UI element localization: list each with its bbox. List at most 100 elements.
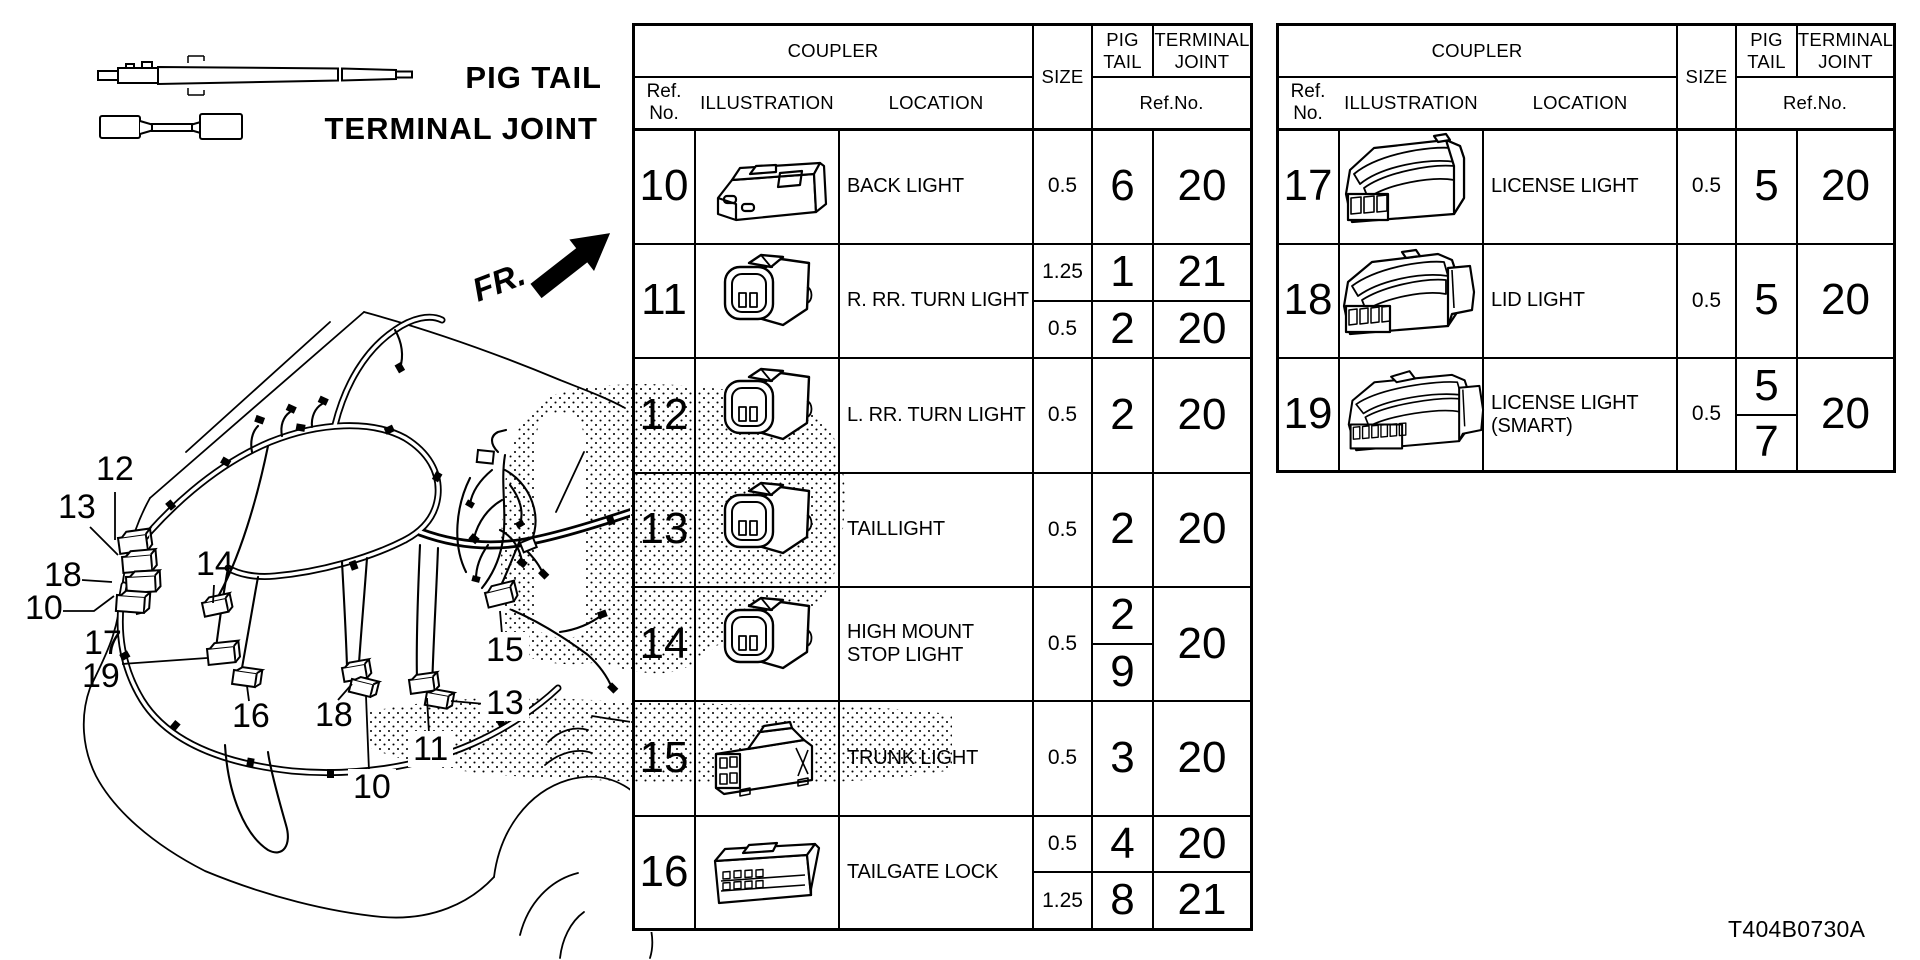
terminal-joint-label: TERMINAL JOINT xyxy=(324,111,598,146)
callout-19: 19 xyxy=(82,657,120,695)
row-11-ref: 11 xyxy=(641,275,687,325)
row-14-ref: 14 xyxy=(639,618,689,668)
callout-15: 15 xyxy=(481,632,529,668)
row-19-joint: 20 xyxy=(1821,389,1870,439)
leader-lines xyxy=(63,492,503,772)
row-13-size: 0.5 xyxy=(1047,517,1078,541)
row-16-joint-1: 21 xyxy=(1177,875,1227,925)
row-18-ref: 18 xyxy=(1283,275,1333,325)
row-12-size: 0.5 xyxy=(1047,403,1078,427)
row-19-pigtail-1: 7 xyxy=(1754,417,1779,467)
coupler-illustration-14 xyxy=(723,596,813,670)
callout-12: 12 xyxy=(96,450,134,488)
callout-18b: 18 xyxy=(315,696,353,734)
row-16-joint-0: 20 xyxy=(1177,818,1227,868)
header-refno-span: Ref.No. xyxy=(1782,92,1848,114)
row-13-ref: 13 xyxy=(639,504,689,554)
coupler-illustration-12 xyxy=(723,367,813,441)
coupler-illustration-16 xyxy=(713,841,821,905)
row-11-size-0: 1.25 xyxy=(1042,260,1083,284)
row-18-pigtail: 5 xyxy=(1754,275,1779,325)
harness-clips xyxy=(119,362,619,778)
row-19-pigtail-0: 5 xyxy=(1754,360,1779,410)
header-location: LOCATION xyxy=(1532,92,1628,114)
pigtail-label: PIG TAIL xyxy=(465,60,602,95)
row-11-joint-1: 20 xyxy=(1177,304,1227,354)
row-17-ref: 17 xyxy=(1283,160,1333,210)
callout-13b: 13 xyxy=(481,685,529,721)
row-11-location: R. RR. TURN LIGHT xyxy=(847,289,1029,312)
callout-18: 18 xyxy=(44,556,82,594)
callout-11: 11 xyxy=(408,731,454,767)
row-15-location: TRUNK LIGHT xyxy=(847,746,979,769)
row-16-pigtail-1: 8 xyxy=(1110,875,1135,925)
coupler-illustration-10 xyxy=(716,161,828,222)
row-14-joint: 20 xyxy=(1177,618,1227,668)
coupler-illustration-15 xyxy=(714,720,814,797)
row-18-size: 0.5 xyxy=(1691,288,1722,312)
row-17-location: LICENSE LIGHT xyxy=(1491,174,1639,197)
header-location: LOCATION xyxy=(888,92,984,114)
row-13-location: TAILLIGHT xyxy=(847,518,945,541)
header-illustration: ILLUSTRATION xyxy=(700,92,834,114)
row-17-size: 0.5 xyxy=(1691,174,1722,198)
row-16-size-0: 0.5 xyxy=(1047,831,1078,855)
row-12-ref: 12 xyxy=(639,389,689,439)
harness-drawing xyxy=(63,313,667,854)
row-11-size-1: 0.5 xyxy=(1047,317,1078,341)
coupler-illustration-11 xyxy=(723,253,813,327)
header-coupler: COUPLER xyxy=(787,39,879,61)
callout-13: 13 xyxy=(58,488,96,526)
row-11-pigtail-1: 2 xyxy=(1110,304,1135,354)
fr-label: FR. xyxy=(467,255,530,309)
coupler-illustration-19 xyxy=(1347,370,1485,452)
row-12-joint: 20 xyxy=(1177,389,1227,439)
row-14-pigtail-0: 2 xyxy=(1110,590,1135,640)
row-11-joint-0: 21 xyxy=(1177,246,1227,296)
row-19-size: 0.5 xyxy=(1691,402,1722,426)
row-13-joint: 20 xyxy=(1177,504,1227,554)
coupler-illustration-18 xyxy=(1342,248,1476,336)
row-14-size: 0.5 xyxy=(1047,631,1078,655)
row-16-location: TAILGATE LOCK xyxy=(847,860,999,883)
header-refno-span: Ref.No. xyxy=(1139,92,1204,114)
row-14-pigtail-1: 9 xyxy=(1110,647,1135,697)
row-18-location: LID LIGHT xyxy=(1491,289,1585,312)
row-10-joint: 20 xyxy=(1177,160,1227,210)
pigtail-illustration xyxy=(97,55,413,96)
header-size: SIZE xyxy=(1685,65,1728,87)
header-size: SIZE xyxy=(1041,65,1084,87)
header-illustration: ILLUSTRATION xyxy=(1344,92,1478,114)
row-12-pigtail: 2 xyxy=(1110,389,1135,439)
row-17-joint: 20 xyxy=(1821,160,1870,210)
row-15-size: 0.5 xyxy=(1047,746,1078,770)
callout-10: 10 xyxy=(25,589,63,627)
callout-10b: 10 xyxy=(348,769,396,805)
callout-16: 16 xyxy=(232,697,270,735)
header-coupler: COUPLER xyxy=(1431,39,1523,61)
row-11-pigtail-0: 1 xyxy=(1110,246,1135,296)
row-15-pigtail: 3 xyxy=(1110,732,1135,782)
part-code: T404B0730A xyxy=(1728,916,1866,942)
row-15-ref: 15 xyxy=(639,732,689,782)
row-19-ref: 19 xyxy=(1283,389,1333,439)
callout-17: 17 xyxy=(84,624,122,662)
row-10-location: BACK LIGHT xyxy=(847,174,964,197)
header-ref-no: Ref.No. xyxy=(646,81,682,124)
header-ref-no: Ref.No. xyxy=(1290,81,1326,124)
row-15-joint: 20 xyxy=(1177,732,1227,782)
row-19-location: LICENSE LIGHT(SMART) xyxy=(1491,391,1639,437)
row-16-pigtail-0: 4 xyxy=(1110,818,1135,868)
callout-14: 14 xyxy=(196,545,234,583)
fr-arrow-icon: FR. xyxy=(467,233,611,309)
coupler-illustration-13 xyxy=(723,481,813,555)
row-10-ref: 10 xyxy=(639,160,689,210)
row-10-size: 0.5 xyxy=(1047,174,1078,198)
